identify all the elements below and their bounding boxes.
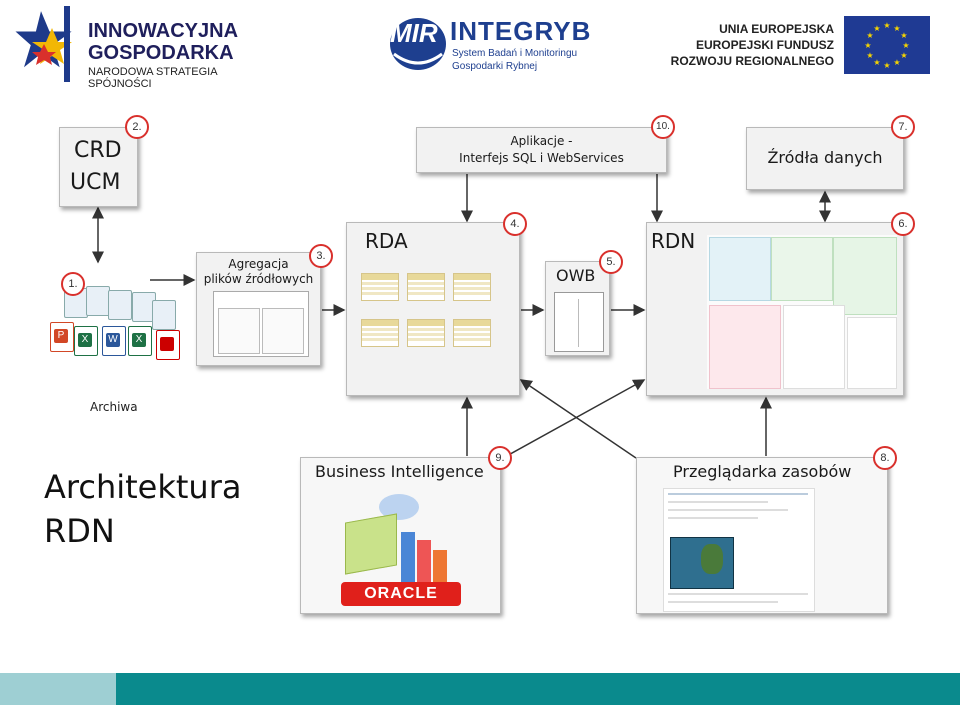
rdn-label: RDN [651,229,696,253]
box-rdn: RDN [646,222,904,396]
mir-text: MIR [390,18,438,48]
owb-label: OWB [556,266,596,285]
excel-file-icon: X [128,326,152,356]
ue-text-3: ROZWOJU REGIONALNEGO [670,54,834,68]
rda-table [361,273,399,301]
innowacyjna-gospodarka-logo: INNOWACYJNA GOSPODARKA NARODOWA STRATEGI… [14,4,274,90]
system-text-2: Gospodarki Rybnej [452,61,538,72]
badge-8: 8. [873,446,897,470]
fish-emblem-icon [390,18,446,70]
crd-label: CRD [74,138,122,163]
box-business-intelligence: Business Intelligence ORACLE [300,457,501,614]
svg-text:★: ★ [883,21,890,30]
box-przegladarka-zasobow: Przeglądarka zasobów [636,457,888,614]
svg-text:★: ★ [883,61,890,70]
oracle-logo: ORACLE [341,582,461,606]
innowacyjna-text: INNOWACYJNA [88,20,239,42]
mir-integryb-logo: MIR INTEGRYB System Badań i Monitoringu … [388,14,598,76]
agregacja-label-1: Agregacja [228,257,289,271]
rda-table [407,319,445,347]
box-rda: RDA [346,222,520,396]
excel-file-icon: X [74,326,98,356]
file-icon [108,290,132,320]
rda-table [361,319,399,347]
svg-text:★: ★ [893,24,900,33]
svg-text:★: ★ [873,58,880,67]
badge-2: 2. [125,115,149,139]
owb-screenshot [554,292,604,352]
rda-label: RDA [365,229,408,253]
przegladarka-label: Przeglądarka zasobów [673,462,852,481]
map-thumbnail [670,537,734,589]
agregacja-screenshot [213,291,309,357]
box-aplikacje: Aplikacje - Interfejs SQL i WebServices [416,127,667,173]
file-icon [86,286,110,316]
svg-text:★: ★ [873,24,880,33]
rdn-schema-diagram [707,235,897,389]
przegladarka-screenshot [663,488,815,612]
strategia-text: NARODOWA STRATEGIA SPÓJNOŚCI [88,66,217,90]
agregacja-label-2: plików źródłowych [203,272,314,286]
powerpoint-file-icon: P [50,322,74,352]
rda-table [453,273,491,301]
ucm-label: UCM [70,170,121,195]
ue-logo: UNIA EUROPEJSKA EUROPEJSKI FUNDUSZ ROZWO… [671,16,930,74]
ue-text-2: EUROPEJSKI FUNDUSZ [695,38,834,52]
badge-9: 9. [488,446,512,470]
footer-bar-light [0,673,116,705]
aplikacje-label-2: Interfejs SQL i WebServices [459,151,624,165]
word-file-icon: W [102,326,126,356]
oracle-text: ORACLE [364,585,438,602]
rda-table [453,319,491,347]
pdf-file-icon [156,330,180,360]
arrow-rda-przegl [519,379,637,459]
system-text-1: System Badań i Monitoringu [452,48,578,59]
slide-title-line-1: Architektura [44,468,242,506]
badge-7: 7. [891,115,915,139]
badge-10: 10. [651,115,675,139]
badge-3: 3. [309,244,333,268]
box-crd-ucm: CRD UCM [59,127,138,207]
box-zrodla-danych: Źródła danych [746,127,904,190]
integryb-text: INTEGRYB [450,16,592,46]
footer-bar-dark [116,673,960,705]
svg-text:★: ★ [866,31,873,40]
svg-text:★: ★ [866,51,873,60]
bi-label: Business Intelligence [315,462,484,481]
slide-title-line-2: RDN [44,512,115,550]
eu-flag-icon: ★★★ ★★★ ★★★ ★★★ [844,16,930,74]
badge-1: 1. [61,272,85,296]
badge-5: 5. [599,250,623,274]
aplikacje-label-1: Aplikacje - [510,134,573,148]
box-owb: OWB [545,261,610,356]
bi-chart-image: ORACLE [341,488,461,608]
box-agregacja: Agregacja plików źródłowych [196,252,321,366]
svg-text:★: ★ [864,41,871,50]
svg-text:★: ★ [900,31,907,40]
archiwa-label: Archiwa [90,400,138,414]
svg-text:★: ★ [893,58,900,67]
svg-text:★: ★ [902,41,909,50]
zrodla-label: Źródła danych [767,148,883,167]
star-emblem-icon [15,6,72,82]
file-icon [152,300,176,330]
svg-text:★: ★ [900,51,907,60]
badge-6: 6. [891,212,915,236]
badge-4: 4. [503,212,527,236]
rda-table [407,273,445,301]
archiwa-files: P X W X [48,282,183,362]
ue-text-1: UNIA EUROPEJSKA [719,22,834,36]
arrow-bi-rdn [502,379,646,459]
gospodarka-text: GOSPODARKA [88,42,234,64]
